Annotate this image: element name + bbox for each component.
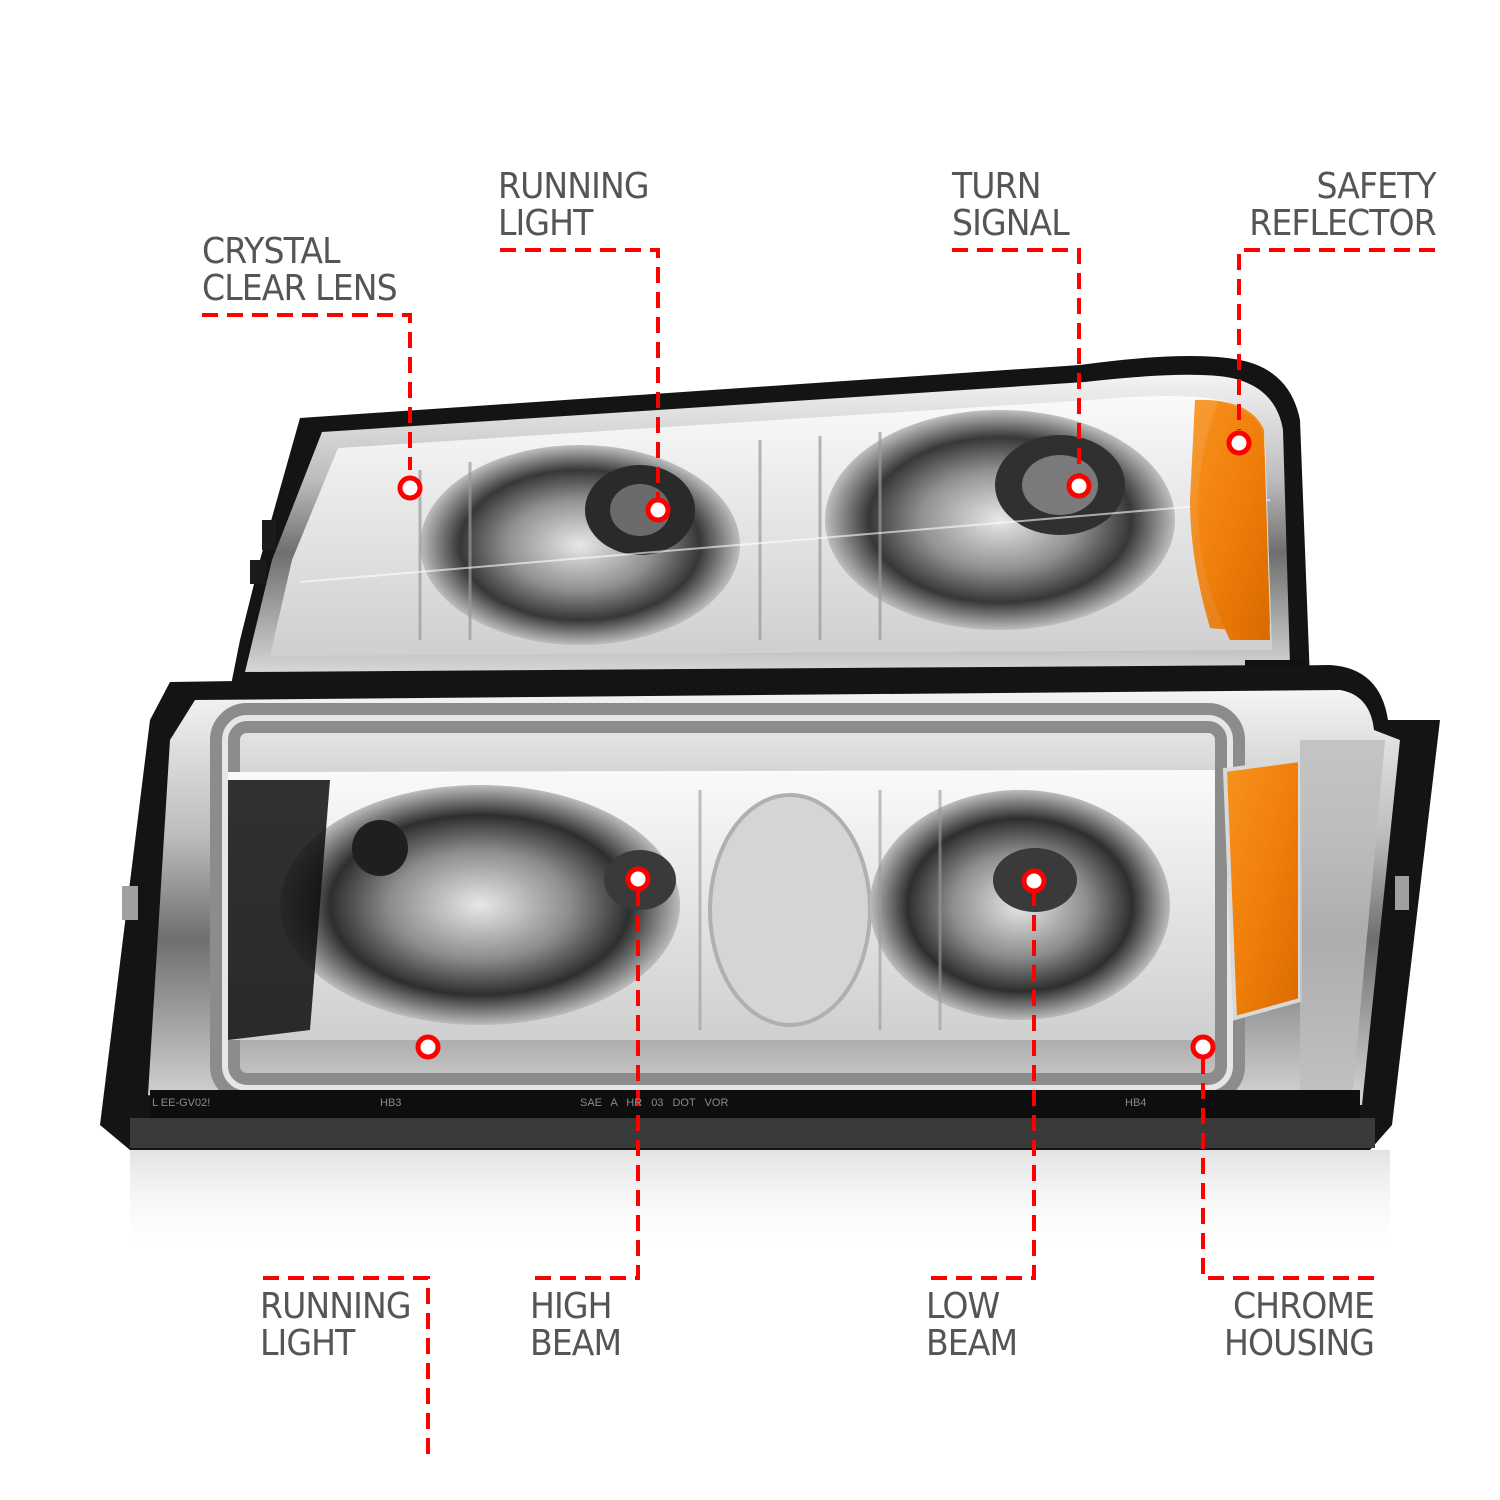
- dot-crystal-clear-lens: [397, 475, 423, 501]
- label-crystal-clear-lens: CRYSTAL CLEAR LENS: [202, 231, 398, 309]
- callout-line-safety-reflector: [1237, 248, 1435, 430]
- dot-chrome-housing: [1190, 1034, 1216, 1060]
- label-high-beam: HIGH BEAM: [530, 1286, 622, 1364]
- label-chrome-housing: CHROME HOUSING: [1223, 1286, 1375, 1364]
- callout-line-running-light-top: [500, 248, 660, 498]
- lens-marking-left: L EE-GV02!: [152, 1097, 211, 1109]
- dot-turn-signal: [1066, 473, 1092, 499]
- callout-lines: [202, 248, 1435, 1454]
- headlight-upper: [230, 356, 1310, 700]
- dot-running-light-top: [645, 497, 671, 523]
- label-line2: LIGHT: [260, 1323, 355, 1364]
- callout-line-low-beam: [930, 890, 1036, 1280]
- label-line2: LIGHT: [498, 203, 593, 244]
- callout-line-chrome-housing: [1201, 1058, 1375, 1280]
- label-line1: CHROME: [1232, 1286, 1375, 1327]
- label-line1: CRYSTAL: [202, 231, 341, 272]
- label-low-beam: LOW BEAM: [926, 1286, 1018, 1364]
- label-running-light-bottom: RUNNING LIGHT: [260, 1288, 411, 1362]
- label-turn-signal: TURN SIGNAL: [952, 166, 1070, 244]
- label-safety-reflector: SAFETY REFLECTOR: [1249, 168, 1436, 242]
- bumper-light-lower: [100, 665, 1440, 1150]
- label-line1: RUNNING: [260, 1286, 411, 1327]
- label-line1: TURN: [952, 166, 1042, 207]
- label-line1: HIGH: [530, 1286, 612, 1327]
- label-line2: HOUSING: [1223, 1323, 1375, 1364]
- label-line2: SIGNAL: [952, 203, 1070, 244]
- label-line2: REFLECTOR: [1249, 203, 1436, 244]
- label-line1: SAFETY: [1316, 166, 1437, 207]
- label-line2: CLEAR LENS: [202, 268, 398, 309]
- dot-low-beam: [1021, 868, 1047, 894]
- lens-marking-dot: SAE A HR 03 DOT VOR: [580, 1097, 729, 1109]
- dot-high-beam: [625, 866, 651, 892]
- lens-marking-hb4: HB4: [1125, 1097, 1147, 1109]
- label-line2: BEAM: [530, 1323, 622, 1364]
- callout-line-crystal-clear-lens: [202, 313, 412, 470]
- callout-line-high-beam: [534, 890, 640, 1280]
- label-running-light-top: RUNNING LIGHT: [498, 168, 649, 242]
- amber-side-reflector: [1222, 757, 1302, 1021]
- dot-safety-reflector: [1226, 430, 1252, 456]
- label-line1: RUNNING: [498, 166, 649, 207]
- lens-marking-hb3: HB3: [380, 1097, 402, 1109]
- dot-running-light-bottom: [415, 1034, 441, 1060]
- floor-reflection: [130, 1150, 1390, 1260]
- callout-line-turn-signal: [952, 248, 1081, 474]
- label-line1: LOW: [926, 1286, 1000, 1327]
- label-line2: BEAM: [926, 1323, 1018, 1364]
- callout-dots: [397, 430, 1252, 1060]
- callout-line-running-light-bottom: [260, 1276, 430, 1454]
